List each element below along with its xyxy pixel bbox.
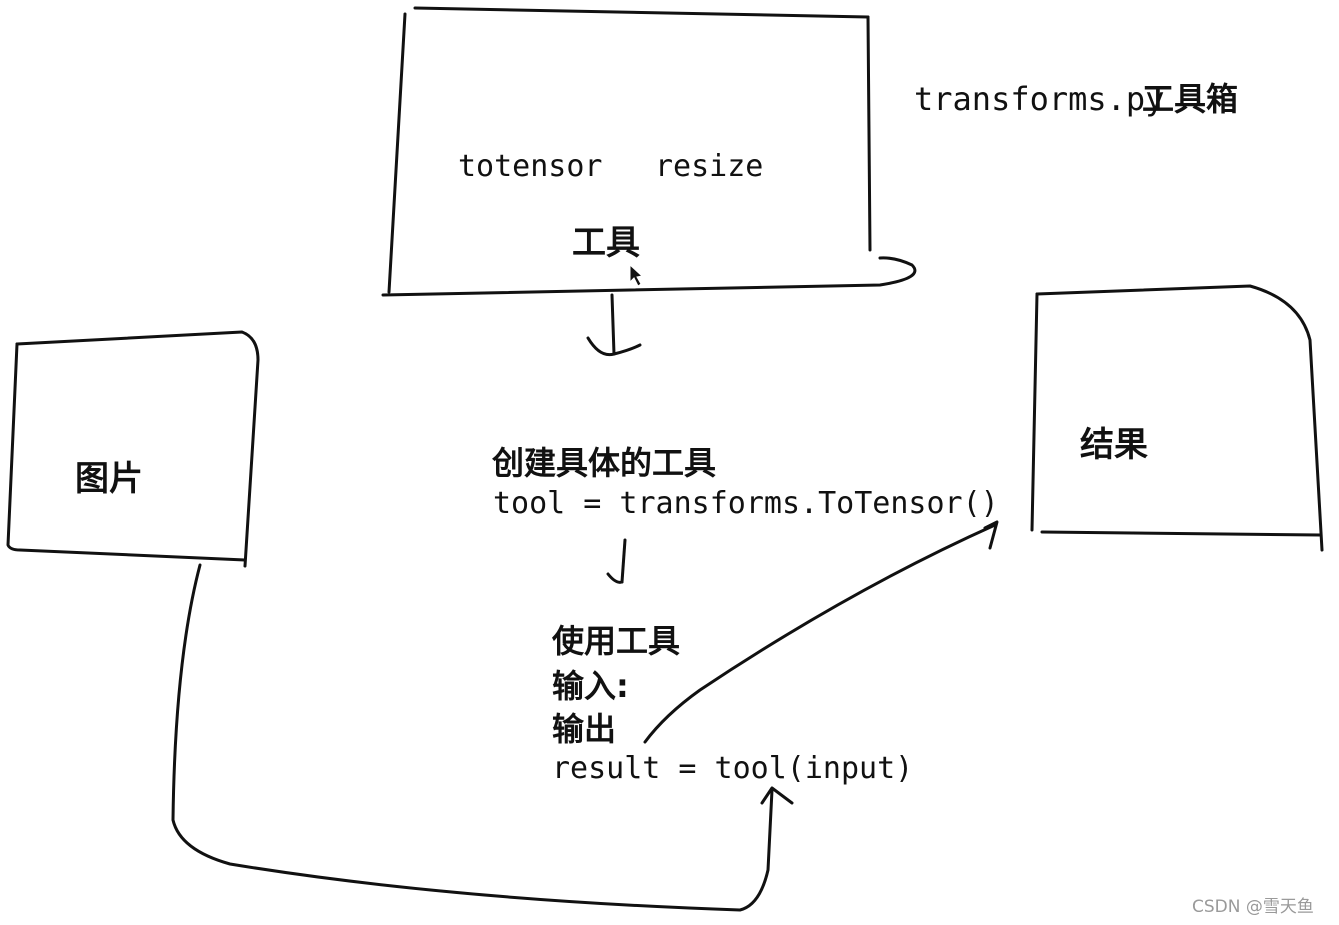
toolbox-item-resize: resize xyxy=(655,149,763,184)
result-box xyxy=(1030,284,1324,552)
image-box-outline xyxy=(15,330,260,568)
toolbox-title-cn: 工具箱 xyxy=(1142,80,1238,118)
use-step-input-label: 输入: xyxy=(552,667,629,705)
arrow-output-to-result xyxy=(643,520,999,744)
toolbox-top-edge xyxy=(413,6,870,19)
use-step-output-label: 输出 xyxy=(552,710,616,748)
create-step-heading: 创建具体的工具 xyxy=(491,444,716,482)
create-step-code: tool = transforms.ToTensor() xyxy=(493,486,999,521)
toolbox-left-edge xyxy=(387,12,407,294)
mouse-cursor-icon xyxy=(629,263,644,287)
toolbox-box xyxy=(381,6,917,297)
toolbox-label: 工具 xyxy=(572,223,640,263)
toolbox-bottom-edge xyxy=(381,256,917,297)
toolbox-title: transforms.py xyxy=(914,80,1164,118)
image-box-label: 图片 xyxy=(75,459,143,499)
toolbox-item-totensor: totensor xyxy=(458,149,603,184)
arrow-create-to-use xyxy=(606,538,627,584)
csdn-watermark: CSDN @雪天鱼 xyxy=(1192,897,1314,917)
image-box xyxy=(6,330,260,568)
use-step-code: result = tool(input) xyxy=(552,751,913,786)
arrow-image-to-input xyxy=(171,563,794,912)
arrow-toolbox-to-create xyxy=(586,293,642,357)
use-step-heading: 使用工具 xyxy=(551,622,680,660)
toolbox-right-edge xyxy=(866,15,872,252)
result-box-outline xyxy=(1035,284,1324,552)
result-box-label: 结果 xyxy=(1080,425,1148,465)
